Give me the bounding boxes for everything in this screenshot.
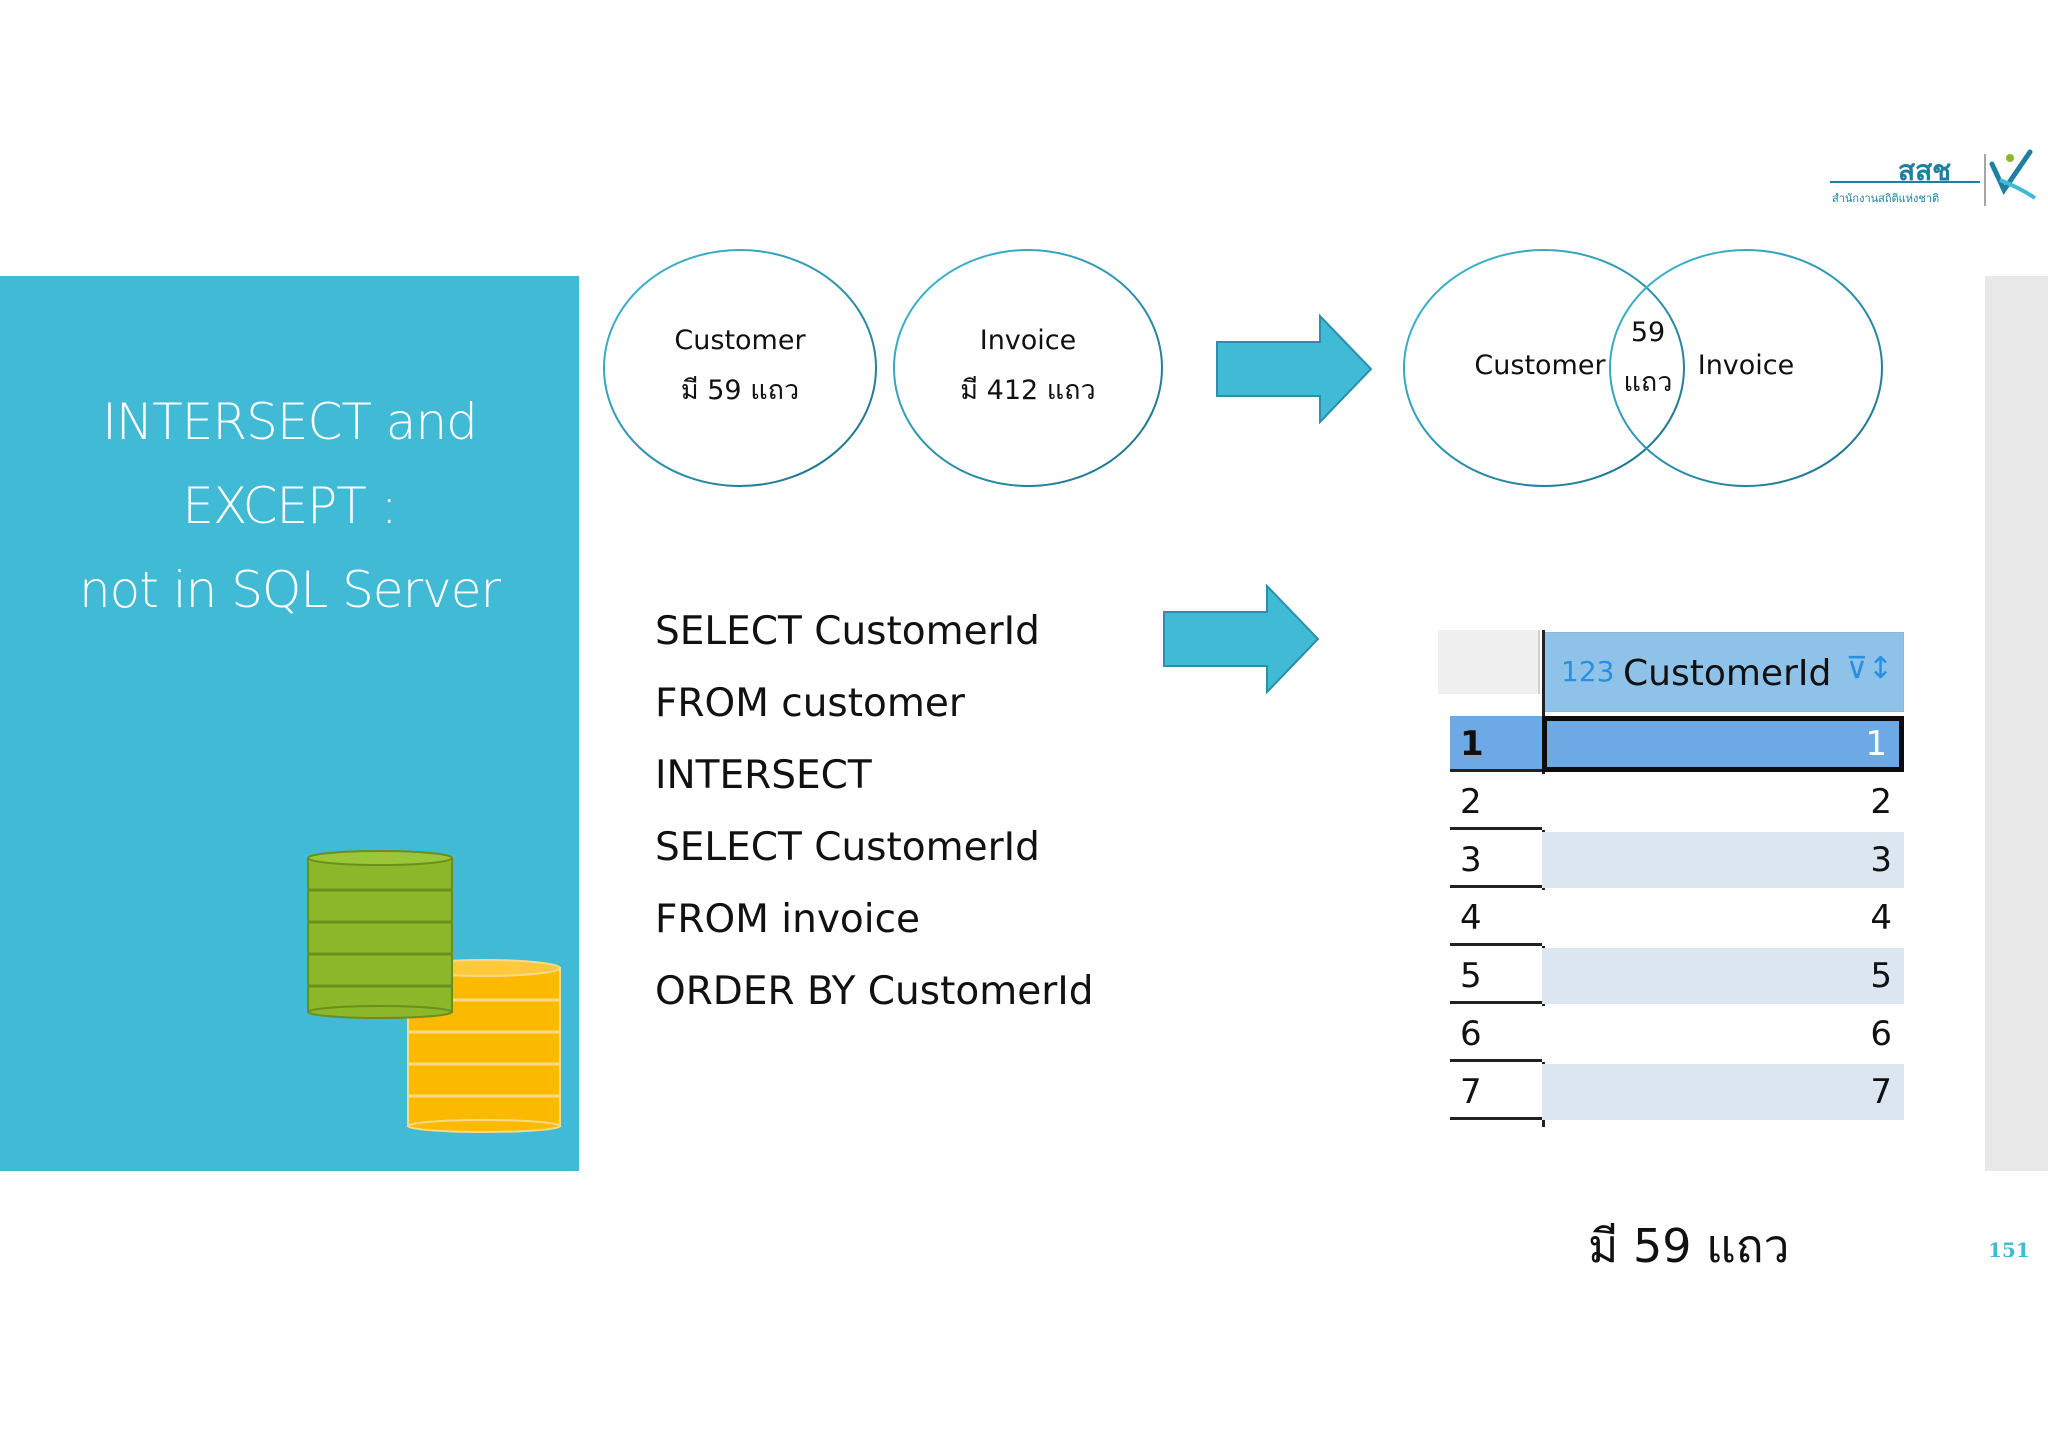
invoice-circle-label: Invoice มี 412 แถว bbox=[908, 316, 1148, 416]
row-number[interactable]: 2 bbox=[1450, 774, 1542, 830]
customer-circle bbox=[603, 249, 877, 487]
intersect-customer-label: Customer bbox=[1474, 350, 1606, 381]
title-line-1: INTERSECT and bbox=[102, 393, 478, 451]
page-number: 151 bbox=[1988, 1238, 2030, 1262]
table-cell[interactable]: 6 bbox=[1542, 1006, 1904, 1062]
result-row-count: มี 59 แถว bbox=[1588, 1219, 1790, 1273]
result-grid[interactable]: 123 CustomerId ⊽↕ 1 1 2 2 3 3 4 4 5 5 6 … bbox=[1438, 622, 1904, 1127]
sql-query: SELECT CustomerId FROM customer INTERSEC… bbox=[655, 596, 1094, 1028]
right-edge-strip bbox=[1985, 276, 2048, 1171]
invoice-name: Invoice bbox=[979, 325, 1077, 356]
customer-circle-label: Customer มี 59 แถว bbox=[620, 316, 860, 416]
row-number[interactable]: 1 bbox=[1450, 716, 1542, 772]
numeric-type-icon: 123 bbox=[1561, 655, 1615, 688]
sql-line-6: ORDER BY CustomerId bbox=[655, 969, 1094, 1014]
sql-line-4: SELECT CustomerId bbox=[655, 825, 1040, 870]
table-cell[interactable]: 4 bbox=[1542, 890, 1904, 946]
sql-line-5: FROM invoice bbox=[655, 897, 921, 942]
intersect-invoice-label: Invoice bbox=[1697, 350, 1795, 381]
title-line-2: EXCEPT : bbox=[182, 477, 397, 535]
nso-logo: สสช สำนักงานสถิติแห่งชาติ bbox=[1830, 149, 2037, 206]
intersect-customer-circle bbox=[1403, 249, 1685, 487]
row-number[interactable]: 3 bbox=[1450, 832, 1542, 888]
table-cell[interactable]: 7 bbox=[1542, 1064, 1904, 1120]
overlap-unit: แถว bbox=[1623, 367, 1673, 398]
arrow-right-icon bbox=[1163, 584, 1320, 694]
intersect-invoice-circle bbox=[1609, 249, 1883, 487]
column-header-customerid[interactable]: 123 CustomerId ⊽↕ bbox=[1542, 632, 1904, 712]
sql-line-1: SELECT CustomerId bbox=[655, 609, 1040, 654]
intersect-diagram bbox=[1403, 249, 1883, 487]
customer-name: Customer bbox=[674, 325, 806, 356]
svg-text:สำนักงานสถิติแห่งชาติ: สำนักงานสถิติแห่งชาติ bbox=[1832, 192, 1939, 205]
table-cell[interactable]: 5 bbox=[1542, 948, 1904, 1004]
svg-text:สสช: สสช bbox=[1898, 154, 1951, 187]
table-cell[interactable]: 1 bbox=[1542, 716, 1904, 772]
row-number[interactable]: 6 bbox=[1450, 1006, 1542, 1062]
customer-row-count: มี 59 แถว bbox=[680, 375, 800, 406]
table-cell[interactable]: 2 bbox=[1542, 774, 1904, 830]
invoice-circle bbox=[893, 249, 1163, 487]
arrow-right-icon bbox=[1216, 314, 1373, 424]
table-cell[interactable]: 3 bbox=[1542, 832, 1904, 888]
row-number[interactable]: 7 bbox=[1450, 1064, 1542, 1120]
sql-line-3: INTERSECT bbox=[655, 753, 872, 798]
database-icon bbox=[307, 850, 561, 1133]
overlap-count-label: 59 แถว bbox=[1618, 308, 1678, 408]
invoice-row-count: มี 412 แถว bbox=[960, 375, 1096, 406]
column-name: CustomerId bbox=[1623, 653, 1832, 694]
row-number[interactable]: 5 bbox=[1450, 948, 1542, 1004]
sql-line-2: FROM customer bbox=[655, 681, 965, 726]
separate-tables-diagram bbox=[603, 249, 1163, 487]
overlap-count: 59 bbox=[1630, 317, 1666, 348]
title-line-3: not in SQL Server bbox=[78, 561, 501, 619]
row-number[interactable]: 4 bbox=[1450, 890, 1542, 946]
filter-sort-icon[interactable]: ⊽↕ bbox=[1845, 651, 1893, 686]
slide-title: INTERSECT and EXCEPT : not in SQL Server bbox=[0, 380, 579, 632]
grid-corner bbox=[1438, 630, 1540, 694]
green-database-stack bbox=[307, 850, 453, 1019]
